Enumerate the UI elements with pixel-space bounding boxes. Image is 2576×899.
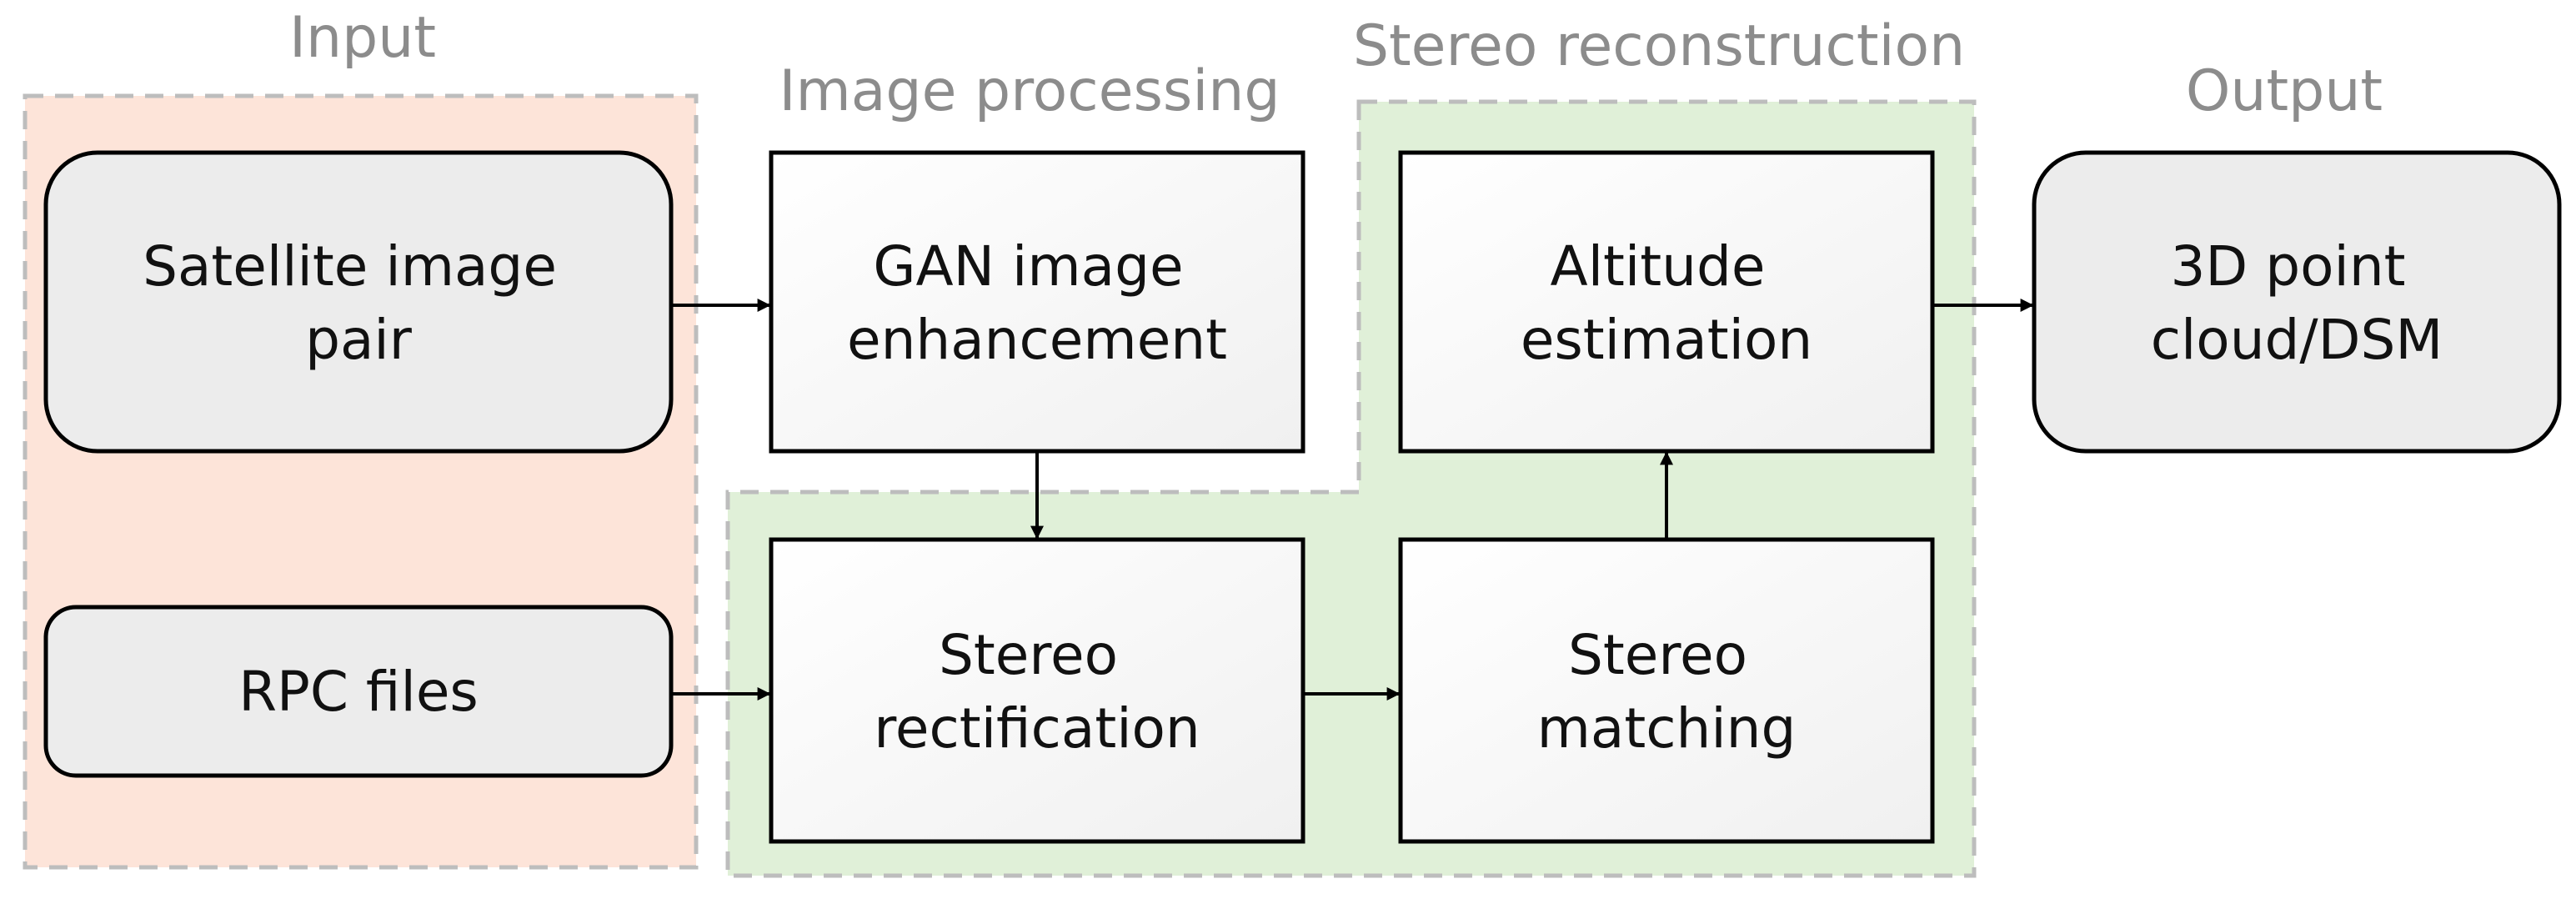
altitude-estimation-box [1398,150,1935,454]
rpc-files-box [43,605,674,778]
rpc-files-label: RPC files [238,660,479,724]
section-label-output: Output [2186,58,2383,124]
section-label-image-processing: Image processing [779,58,1280,124]
stereo-rectification-box [769,537,1306,844]
satellite-image-pair-label: Satellite image pair [143,234,574,372]
altitude-estimation-label: Altitude estimation [1521,234,1812,372]
gan-image-enhancement-box [769,150,1306,454]
point-cloud-dsm-box [2032,150,2562,454]
point-cloud-dsm-label: 3D point cloud/DSM [2151,234,2443,372]
gan-image-enhancement-label: GAN image enhancement [847,234,1227,372]
satellite-image-pair-box [43,150,674,454]
stereo-matching-box [1398,537,1935,844]
section-label-stereo-reconstruction: Stereo reconstruction [1353,13,1965,79]
stereo-matching-label: Stereo matching [1537,623,1797,761]
section-label-input: Input [289,5,436,71]
stereo-rectification-label: Stereo rectification [874,623,1200,761]
